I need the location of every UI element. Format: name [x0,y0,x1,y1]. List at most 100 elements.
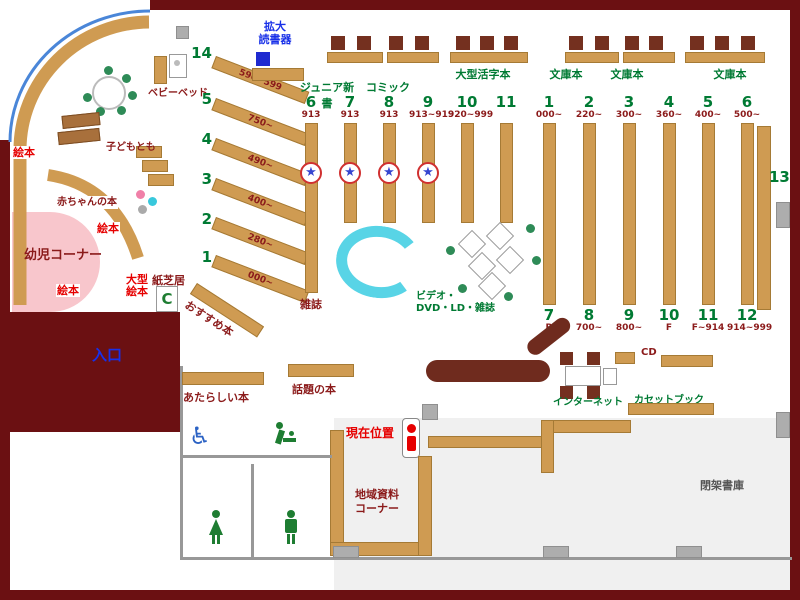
chair [569,36,583,50]
table [623,52,675,63]
baby-bed-dot [174,60,180,66]
chair [625,36,639,50]
shelf [428,436,542,448]
chair [389,36,403,50]
chair-dot [104,66,113,75]
large-picture-books-label: 大型 絵本 [126,273,148,298]
reading-table-cluster [685,36,767,64]
chair-dot [83,93,92,102]
internet-table [560,352,620,400]
entrance-area [10,312,180,432]
wall-frame-bottom [0,590,800,600]
cd-shelf [661,355,713,367]
cassette-shelf [628,403,714,415]
star-badge-icon: ★ [378,162,400,184]
chair [357,36,371,50]
chair-dot [122,74,131,83]
stack-column-3-9: 3 300~ 9 800~ [615,93,643,333]
stool-dot-pink [136,190,145,199]
pillar [176,26,189,39]
step-shelf [136,146,162,158]
pillar [676,546,702,558]
chair-dot [96,107,105,116]
fan-shelf-number: 1 [201,248,212,266]
step-shelf [148,174,174,186]
baby-bed-icon [169,54,187,78]
local-corner-label: 地域資料 コーナー [355,488,399,515]
pc-terminal [603,368,617,385]
fan-shelf-number: 4 [201,130,212,148]
you-are-here-marker [402,418,420,458]
marker-dot [407,424,416,433]
shelf-bar [460,123,474,223]
wall [251,464,254,558]
wheelchair-icon: ♿ [189,422,211,450]
bunko-label: 文庫本 [713,68,747,81]
shelf-bar [542,123,556,305]
chair-dot [458,284,467,293]
wall-frame-top [150,0,800,10]
stack-column-1-7: 1 000~ 7 R [535,93,563,333]
chair [560,352,573,365]
stool-dot-cyan [148,197,157,206]
magnifier-device-icon [256,52,270,66]
fan-shelf-number: 14 [191,44,212,62]
star-badge-icon: ★ [300,162,322,184]
fan-shelf-number: 2 [201,210,212,228]
chair-dot [446,246,455,255]
group-seating [446,221,541,304]
shelf-bar [662,123,676,305]
shelf-13-bar [757,126,771,310]
shelf-13-label: 13 [769,168,790,186]
topic-books-label: 話題の本 [292,383,336,396]
baby-books-label: 赤ちゃんの本 [56,196,118,209]
stack-column-5-11: 5 400~ 11 F~914 [691,93,725,333]
table [450,52,528,63]
cd-shelf [615,352,635,364]
chair [587,352,600,365]
table [387,52,439,63]
shelf-bar [622,123,636,305]
large-print-label: 大型活字本 [455,68,511,81]
stack-column-7: 7 913 [331,94,369,223]
local-corner-shelf-left [330,430,344,556]
wall-frame-left [0,140,10,600]
entrance-label: 入口 [92,346,123,364]
star-badge-icon: ★ [417,162,439,184]
stack-column-6-12: 6 500~ 12 914~999 [727,93,773,333]
magazines-label: 雑誌 [300,298,322,311]
stack-column-9: 9 913~919 [409,94,454,223]
you-are-here-label: 現在位置 [346,426,395,440]
fan-shelf-number: 3 [201,170,212,188]
chair [456,36,470,50]
reading-table-cluster [565,36,675,64]
closed-stacks-label: 閉架書庫 [700,479,744,492]
chair-dot [532,256,541,265]
picture-books-label: 絵本 [56,284,80,297]
stack-column-11: 11 [487,94,525,223]
chair [560,386,573,399]
junior-shinsho-label: ジュニア新書 [299,81,355,110]
table [565,52,619,63]
chair-dot [117,106,126,115]
baby-bed-label: ベビーベッド [148,88,208,99]
topic-books-shelf [288,364,354,377]
woman-restroom-icon [208,510,226,546]
l-shelf-vertical [541,420,554,473]
shelf-bar [582,123,596,305]
chair [587,386,600,399]
chair [595,36,609,50]
step-shelf [142,160,168,172]
chair-dot [526,224,535,233]
wall [180,455,332,458]
man-restroom-icon [284,510,300,546]
stool-dot-gray [138,205,147,214]
wall-frame-right [790,0,800,600]
baby-change-icon [274,422,298,454]
picture-books-label: 絵本 [12,146,36,159]
reading-table-cluster [450,36,530,64]
chair [480,36,494,50]
service-counter [426,360,550,382]
reading-table-cluster [327,36,441,64]
